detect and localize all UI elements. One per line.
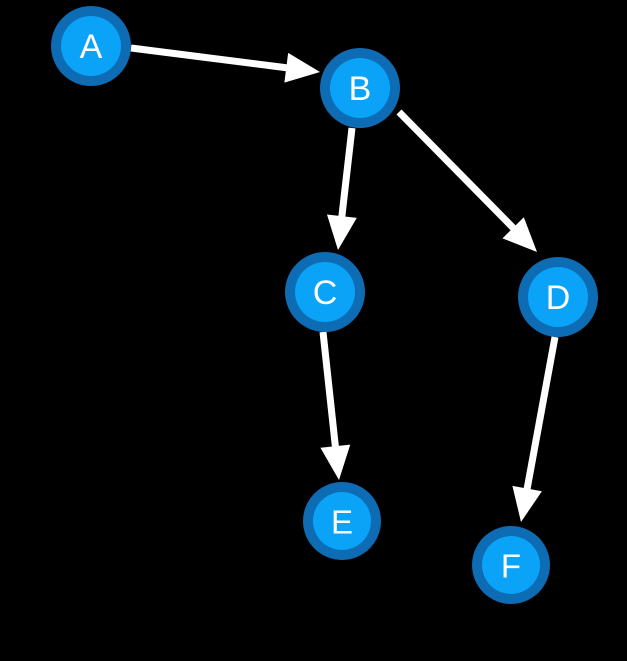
node-layer: A B C D E F [51, 6, 598, 604]
edge-shaft [337, 127, 356, 223]
graph-node-c[interactable]: C [285, 252, 365, 332]
graph-edge-b-to-c [326, 127, 357, 250]
edge-arrowhead [320, 444, 351, 480]
edge-arrowhead [326, 214, 357, 250]
graph-node-e[interactable]: E [303, 482, 381, 560]
edge-shaft [396, 109, 520, 235]
node-core [330, 58, 390, 118]
node-core [295, 262, 355, 322]
edge-arrowhead [284, 52, 320, 83]
node-core [313, 492, 371, 550]
edge-layer [130, 44, 559, 522]
node-core [482, 536, 540, 594]
node-label: B [349, 70, 372, 108]
graph-edge-c-to-e [319, 331, 351, 480]
graph-node-d[interactable]: D [518, 257, 598, 337]
graph-node-b[interactable]: B [320, 48, 400, 128]
graph-node-a[interactable]: A [51, 6, 131, 86]
graph-node-f[interactable]: F [472, 526, 550, 604]
edge-shaft [522, 336, 559, 496]
edge-arrowhead [502, 217, 537, 252]
edge-shaft [319, 331, 340, 453]
node-label: E [331, 504, 353, 541]
edge-arrowhead [512, 485, 542, 522]
graph-edge-a-to-b [130, 44, 320, 83]
graph-edge-d-to-f [512, 336, 559, 522]
node-label: C [313, 274, 338, 312]
edge-shaft [130, 44, 293, 72]
node-label: F [501, 548, 521, 585]
node-label: A [80, 28, 103, 66]
graph-edge-b-to-d [396, 109, 537, 252]
node-label: D [546, 279, 571, 317]
node-core [528, 267, 588, 327]
node-core [61, 16, 121, 76]
